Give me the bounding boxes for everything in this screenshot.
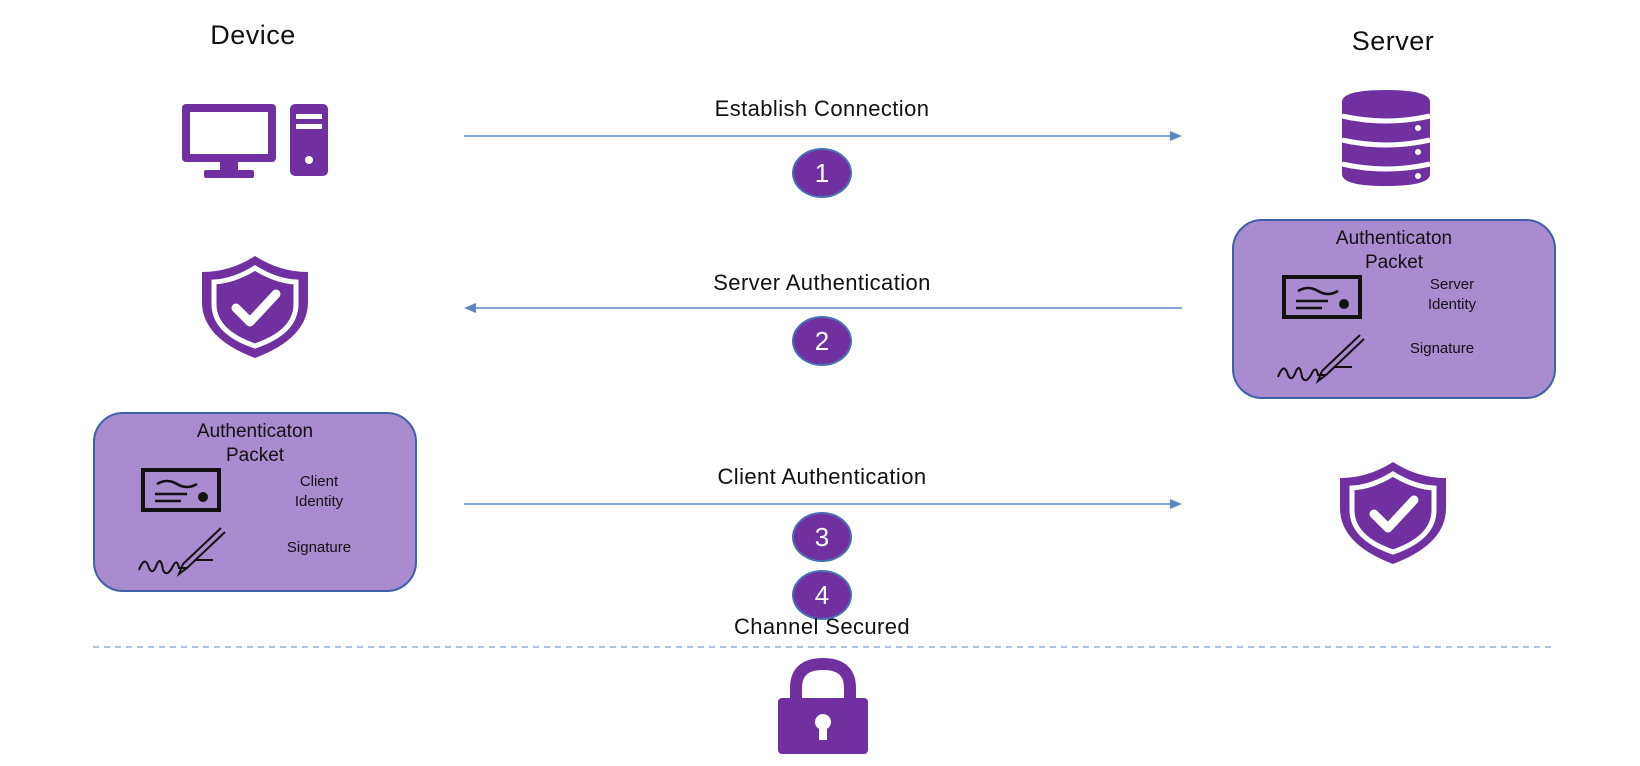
certificate-icon (1282, 275, 1362, 319)
server-packet-title-line2: Packet (1364, 252, 1424, 273)
shield-check-icon (202, 256, 308, 358)
server-packet-title-line1: Authenticaton (1335, 228, 1453, 249)
step-2-badge: 2 (792, 316, 852, 366)
server-identity-line1: Server (1429, 276, 1475, 293)
client-identity-line1: Client (299, 473, 339, 490)
pen-signature-icon (1277, 334, 1365, 384)
step-2-label: Server Authentication (713, 270, 931, 295)
shield-check-icon (1340, 462, 1446, 564)
client-authentication-packet: Authenticaton Packet Client Identity Sig… (93, 412, 417, 592)
padlock-icon (778, 657, 868, 754)
pen-signature-icon (138, 527, 226, 577)
step-1-arrow (464, 131, 1182, 141)
device-column-title: Device (210, 20, 296, 50)
server-signature-label: Signature (1409, 340, 1475, 357)
certificate-icon (141, 468, 221, 512)
computer-icon (182, 104, 328, 178)
server-column-title: Server (1351, 26, 1435, 56)
client-packet-title-line2: Packet (225, 445, 285, 466)
client-identity-line2: Identity (294, 493, 344, 510)
database-icon (1341, 90, 1431, 186)
secure-channel-divider (93, 646, 1553, 648)
step-3-label: Client Authentication (717, 464, 927, 489)
step-3-arrow (464, 499, 1182, 509)
step-4-badge: 4 (792, 570, 852, 620)
channel-secured-label: Channel Secured (733, 614, 910, 639)
client-packet-title-line1: Authenticaton (196, 421, 314, 442)
step-3-badge: 3 (792, 512, 852, 562)
server-identity-line2: Identity (1427, 296, 1477, 313)
client-signature-label: Signature (286, 539, 352, 556)
step-1-badge: 1 (792, 148, 852, 198)
step-1-label: Establish Connection (714, 96, 930, 121)
server-authentication-packet: Authenticaton Packet Server Identity Sig… (1232, 219, 1556, 399)
step-2-arrow (464, 303, 1182, 313)
